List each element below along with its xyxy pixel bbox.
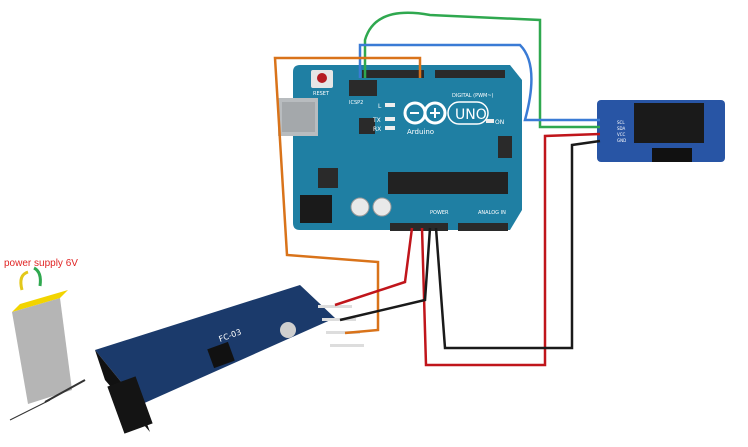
power-jack <box>300 195 332 223</box>
on-label: ON <box>495 119 504 126</box>
icsp-header <box>498 136 512 158</box>
usb-chip <box>359 118 375 134</box>
oled-pin-scl: SCL <box>617 120 625 125</box>
oled-pin-gnd: GND <box>617 138 626 143</box>
digital-header-right <box>435 70 505 78</box>
led-label-rx: RX <box>373 126 381 133</box>
digital-label: DIGITAL (PWM~) <box>452 93 494 99</box>
oled-pin-vcc: VCC <box>617 132 626 137</box>
dc-motor <box>9 266 86 421</box>
analog-label: ANALOG IN <box>478 210 506 216</box>
atmega-chip <box>388 172 508 194</box>
arduino-logo <box>403 101 447 125</box>
power-header <box>390 223 448 231</box>
digital-header-left <box>362 70 424 78</box>
power-supply-label: power supply 6V <box>4 258 78 269</box>
led-label-l: L <box>378 103 382 110</box>
icsp2-header <box>349 80 377 96</box>
fc03-speed-sensor: FC-03 <box>95 285 364 434</box>
oled-pin-sda: SDA <box>617 126 626 131</box>
icsp2-label: ICSP2 <box>349 100 363 106</box>
oled-screen <box>634 103 704 143</box>
oled-display-module: SCL SDA VCC GND <box>597 100 725 162</box>
analog-header <box>458 223 508 231</box>
power-label: POWER <box>430 210 449 216</box>
reset-label: RESET <box>313 91 330 97</box>
model-label: UNO <box>455 107 487 123</box>
arduino-uno-board: RESET ICSP2 L TX RX UNO Arduino ON DIGIT… <box>278 65 522 231</box>
led-label-tx: TX <box>372 117 381 124</box>
wires <box>273 11 601 367</box>
brand-label: Arduino <box>407 128 434 136</box>
